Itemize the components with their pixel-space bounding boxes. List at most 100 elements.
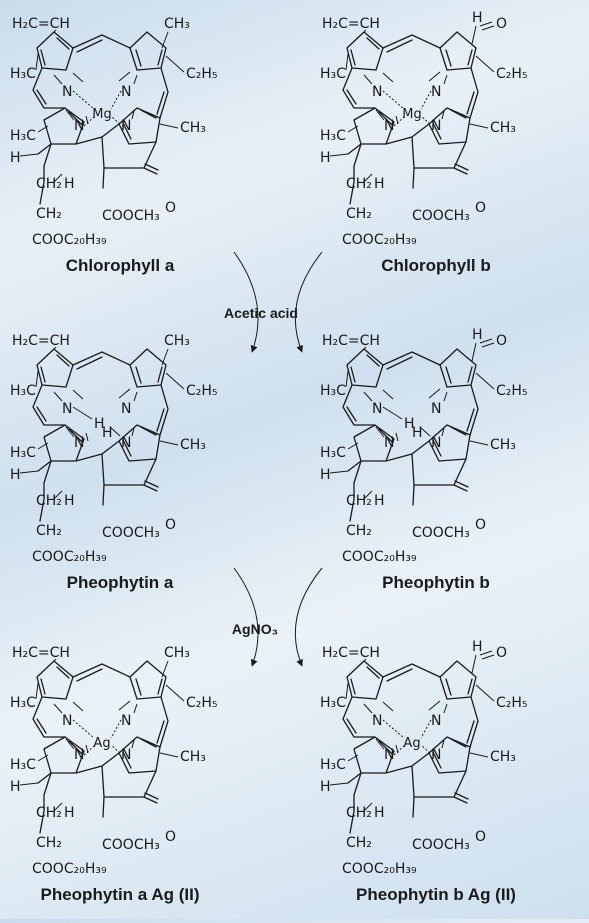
bond [363, 72, 394, 85]
metal-center: Ag [403, 736, 420, 751]
bond [131, 110, 135, 120]
ketone-oxygen: O [165, 200, 176, 216]
methyl-group: CH₃ [490, 120, 516, 136]
molecule-name: Chlorophyll b [381, 256, 491, 275]
bond [159, 440, 179, 446]
phytyl-ester-group: COOC₂₀H₃₉ [342, 549, 417, 565]
bond [329, 470, 349, 474]
methyl-group: H₃C [10, 66, 36, 82]
bond [441, 739, 445, 749]
bond [37, 442, 49, 450]
aldehyde-oxygen: O [496, 16, 507, 32]
methyl-group: CH₃ [490, 749, 516, 765]
bond [35, 682, 39, 700]
methyl-ester-group: COOCH₃ [102, 208, 160, 224]
methyl-group: H₃C [320, 757, 346, 773]
vinyl-group: H₂C=CH [322, 645, 380, 661]
bond [345, 682, 349, 700]
nitrogen-atom: N [431, 118, 441, 134]
molecule-name: Chlorophyll a [66, 256, 175, 275]
nitrogen-atom: N [384, 747, 394, 763]
bond [53, 346, 57, 350]
aldehyde-bond [471, 338, 495, 362]
ethyl-group: C₂H₅ [496, 383, 528, 399]
bond [441, 110, 445, 120]
methylene-group: CH₂ [36, 523, 62, 539]
nh-hydrogen: H [412, 425, 423, 441]
methyl-ester-group: COOCH₃ [412, 208, 470, 224]
bond [65, 426, 89, 442]
ethyl-group: C₂H₅ [496, 695, 528, 711]
bond [53, 173, 63, 183]
bond [37, 754, 49, 762]
vinyl-group: H₂C=CH [12, 333, 70, 349]
methylene-group: CH₂ [36, 206, 62, 222]
bond [131, 739, 135, 749]
bond [161, 660, 169, 678]
hydrogen-atom: H [64, 176, 75, 192]
methyl-group: CH₃ [180, 120, 206, 136]
methyl-ester-group: COOCH₃ [102, 837, 160, 853]
methylene-group: CH₂ [346, 206, 372, 222]
methyl-group: CH₃ [164, 333, 190, 349]
molecule-name: Pheophytin a [67, 573, 174, 592]
methyl-group: H₃C [320, 66, 346, 82]
nitrogen-atom: N [121, 435, 131, 451]
bond [363, 389, 394, 402]
ketone-oxygen: O [165, 829, 176, 845]
bond [118, 388, 138, 402]
bond [131, 427, 135, 437]
bond [363, 346, 367, 350]
methylene-group: CH₂ [346, 835, 372, 851]
bond [363, 701, 394, 714]
methylene-group: CH₂ [36, 835, 62, 851]
nh-hydrogen: H [94, 416, 105, 432]
phytyl-ester-group: COOC₂₀H₃₉ [342, 861, 417, 877]
nh-hydrogen: H [404, 416, 415, 432]
nitrogen-atom: N [431, 401, 441, 417]
methyl-ester-group: COOCH₃ [412, 837, 470, 853]
metal-center: Mg [402, 107, 421, 122]
bond [475, 55, 495, 73]
reaction-arrow [233, 251, 259, 353]
bond [375, 426, 399, 442]
methyl-group: H₃C [10, 128, 36, 144]
methyl-ester-group: COOCH₃ [412, 525, 470, 541]
bond [347, 442, 359, 450]
methyl-ester-group: COOCH₃ [102, 525, 160, 541]
nitrogen-atom: N [431, 713, 441, 729]
coordination-bond [382, 719, 432, 756]
molecule-name: Pheophytin b [382, 573, 490, 592]
nitrogen-atom: N [431, 435, 441, 451]
bond [159, 752, 179, 758]
nitrogen-atom: N [121, 747, 131, 763]
coordination-bond [72, 90, 122, 127]
reaction-step-step-1: Acetic acid [224, 251, 323, 353]
methyl-group: H₃C [320, 445, 346, 461]
aldehyde-hydrogen: H [472, 639, 483, 655]
phytyl-ester-group: COOC₂₀H₃₉ [32, 232, 107, 248]
nitrogen-atom: N [372, 713, 382, 729]
ketone-oxygen: O [475, 200, 486, 216]
bond [345, 370, 349, 388]
nitrogen-atom: N [62, 713, 72, 729]
vinyl-group: H₂C=CH [322, 333, 380, 349]
bond [469, 123, 489, 129]
bond [329, 153, 349, 157]
molecule-name: Pheophytin b Ag (II) [356, 885, 516, 904]
metal-center: Mg [92, 107, 111, 122]
bond [161, 31, 169, 49]
methyl-group: H₃C [10, 383, 36, 399]
bond [165, 684, 185, 702]
reaction-arrow [294, 567, 323, 667]
bond [347, 754, 359, 762]
bond [363, 658, 367, 662]
hydrogen-atom: H [320, 779, 331, 795]
bond [53, 72, 84, 85]
bond [363, 802, 373, 812]
bond [19, 153, 39, 157]
phytyl-ester-group: COOC₂₀H₃₉ [342, 232, 417, 248]
hydrogen-atom: H [64, 493, 75, 509]
